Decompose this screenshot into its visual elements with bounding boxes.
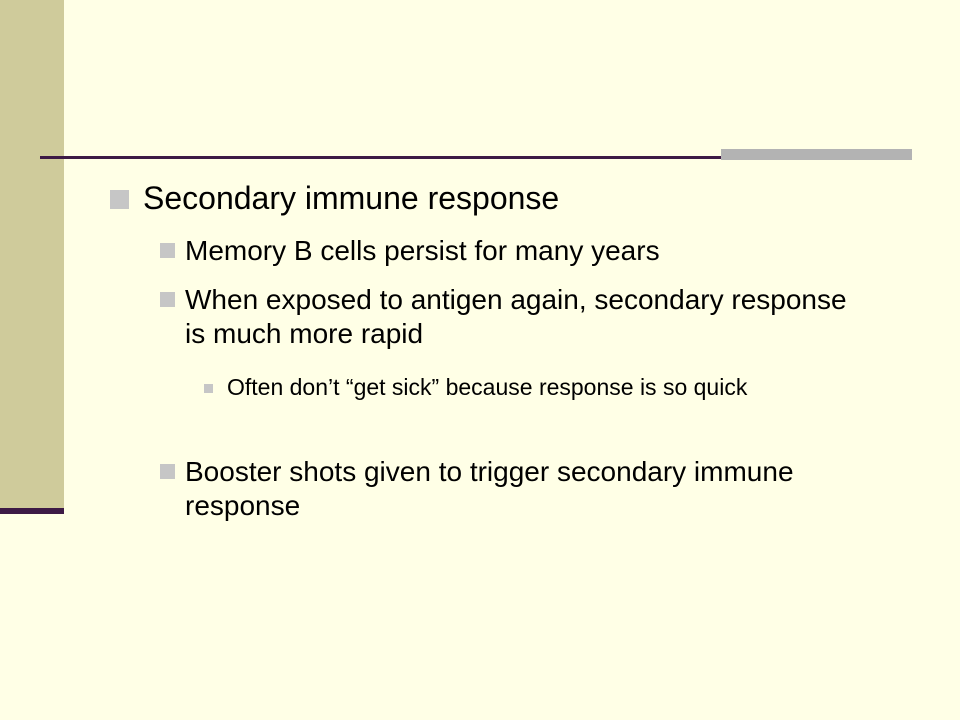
bullet-square-icon	[204, 384, 213, 393]
bullet-square-icon	[160, 243, 175, 258]
bullet-level2-text: Memory B cells persist for many years	[185, 235, 660, 266]
bullet-square-icon	[110, 190, 129, 209]
left-decorative-band	[0, 0, 64, 512]
title-divider-line	[40, 156, 722, 159]
left-band-accent-line	[0, 508, 64, 514]
title-divider-gray-bar	[721, 149, 912, 156]
bullet-level3-text: Often don’t “get sick” because response …	[227, 374, 748, 400]
bullet-level1-text: Secondary immune response	[143, 180, 560, 216]
title-divider-gray-bar-lower	[721, 156, 912, 160]
bullet-level2-text: Booster shots given to trigger secondary…	[185, 456, 794, 521]
bullet-square-icon	[160, 464, 175, 479]
bullet-square-icon	[160, 292, 175, 307]
bullet-level2-text: When exposed to antigen again, secondary…	[185, 284, 847, 349]
